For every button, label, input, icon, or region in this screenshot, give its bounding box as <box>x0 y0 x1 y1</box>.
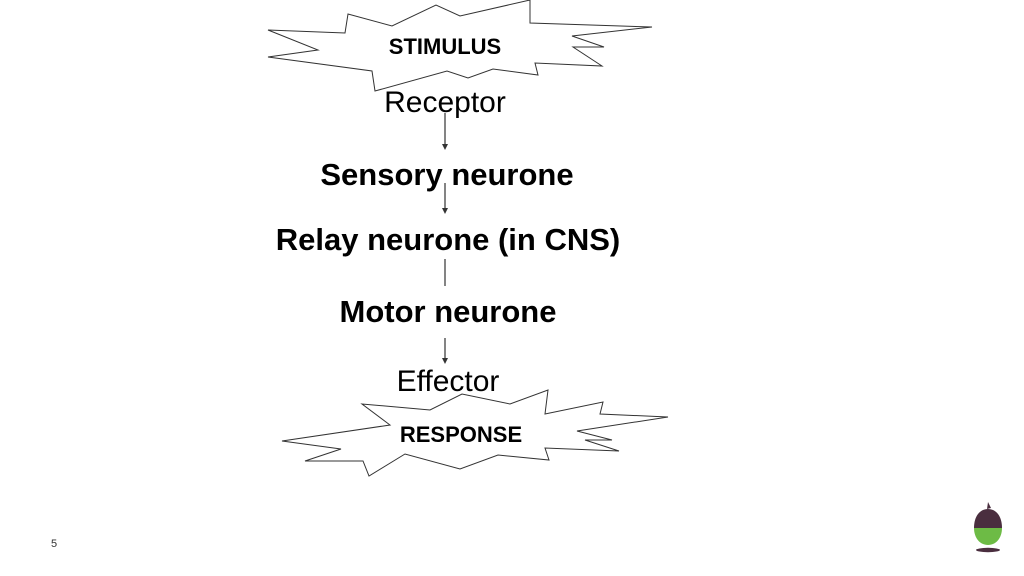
motor-neurone-label: Motor neurone <box>339 294 557 329</box>
stimulus-starburst <box>267 0 653 92</box>
effector-label: Effector <box>396 365 500 398</box>
arrowhead-icon <box>442 358 448 364</box>
response-starburst <box>281 389 669 477</box>
relay-neurone-label: Relay neurone (in CNS) <box>275 222 621 257</box>
response-label: RESPONSE <box>399 422 523 447</box>
acorn-logo-icon <box>974 502 1002 553</box>
receptor-label: Receptor <box>384 86 506 119</box>
arrowhead-icon <box>442 144 448 150</box>
arrowhead-icon <box>442 208 448 214</box>
stimulus-label: STIMULUS <box>388 34 502 59</box>
page-number: 5 <box>51 538 58 550</box>
connector-arrows <box>442 113 448 364</box>
sensory-neurone-label: Sensory neurone <box>320 157 574 192</box>
